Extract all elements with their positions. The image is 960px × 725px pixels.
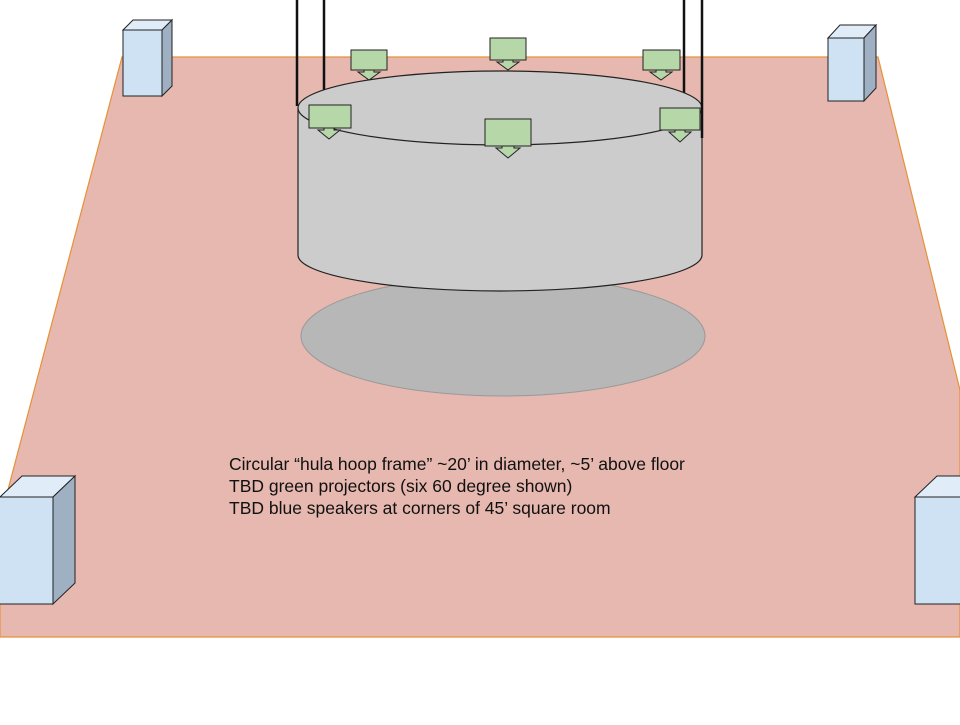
caption-line-hoop: Circular “hula hoop frame” ~20’ in diame… (229, 454, 685, 474)
projector-icon (659, 107, 701, 143)
hoop-shadow (300, 275, 706, 397)
projector-icon (489, 37, 527, 71)
speaker-icon (826, 23, 878, 103)
diagram-caption: Circular “hula hoop frame” ~20’ in diame… (229, 453, 685, 519)
hula-hoop-frame (297, 70, 703, 292)
speaker-icon (121, 18, 174, 98)
projector-icon (308, 104, 352, 140)
caption-line-projectors: TBD green projectors (six 60 degree show… (229, 476, 573, 496)
speaker-icon (913, 475, 960, 605)
projector-icon (642, 49, 681, 81)
speakers (0, 18, 960, 606)
projector-icon (350, 49, 388, 81)
suspension-cables (295, 0, 686, 106)
projector-icon (484, 118, 532, 159)
caption-line-speakers: TBD blue speakers at corners of 45’ squa… (229, 498, 611, 518)
speaker-icon (0, 474, 77, 606)
projectors (308, 37, 701, 159)
